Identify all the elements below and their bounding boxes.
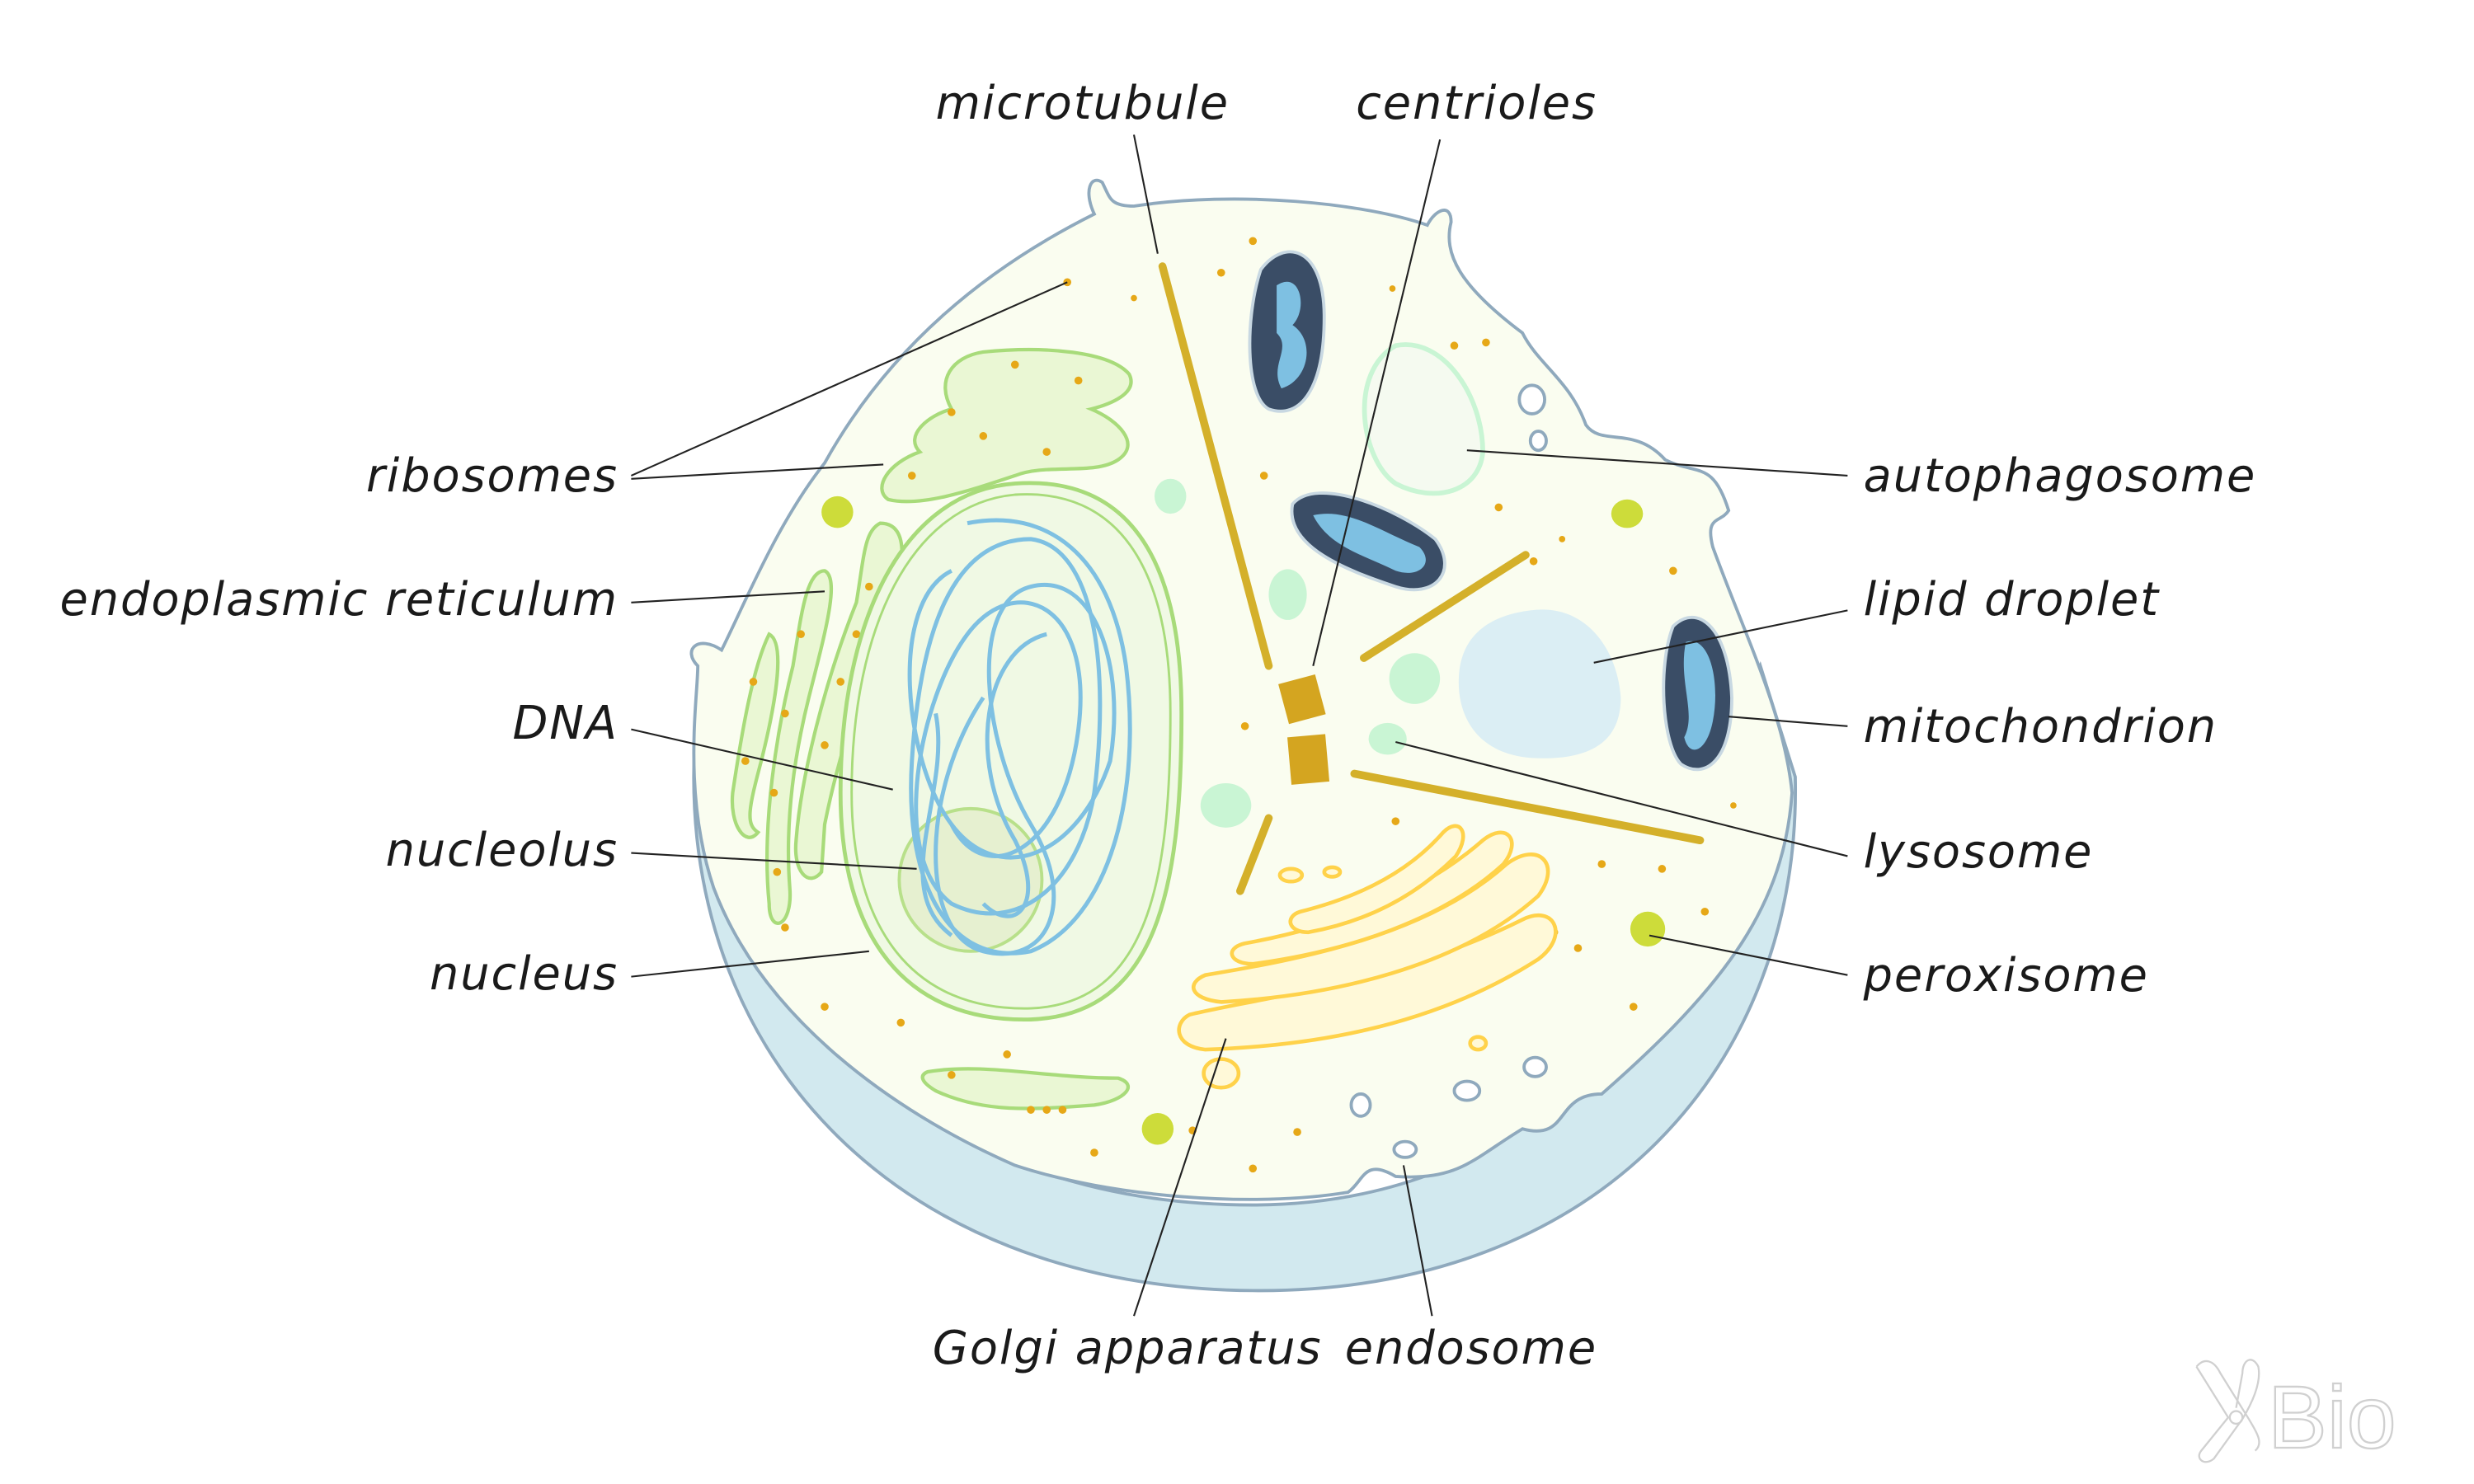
label-endosome: endosome (1345, 1322, 1597, 1375)
nucleolus (897, 806, 1044, 953)
chromosome-icon (2195, 1359, 2260, 1463)
xbio-logo: Bio (2195, 1359, 2397, 1468)
label-peroxisome: peroxisome (1863, 949, 2149, 1003)
endosomes (1349, 383, 1548, 1159)
label-mitochondrion: mitochondrion (1864, 700, 2218, 754)
label-microtubule: microtubule (936, 77, 1230, 130)
peroxisomes (821, 495, 1666, 1145)
dna (907, 518, 1132, 956)
label-lipid-droplet: lipid droplet (1864, 573, 2161, 627)
endoplasmic-reticulum (730, 348, 1133, 1111)
microtubules (1158, 262, 1705, 895)
label-nucleus: nucleus (430, 947, 618, 1001)
lysosomes (1155, 478, 1441, 828)
lipid-droplet (1458, 609, 1621, 758)
mitochondria (1248, 250, 1733, 772)
logo-text: Bio (2268, 1368, 2396, 1467)
label-nucleolus: nucleolus (386, 824, 618, 877)
label-ribosomes: ribosomes (366, 449, 618, 503)
label-dna: DNA (512, 697, 618, 750)
label-golgi-apparatus: Golgi apparatus (933, 1322, 1323, 1375)
label-endoplasmic-reticulum: endoplasmic reticulum (60, 573, 618, 627)
autophagosome (1362, 342, 1485, 496)
golgi-apparatus (1177, 824, 1558, 1090)
leader-lines (630, 134, 1848, 1317)
label-autophagosome: autophagosome (1864, 449, 2257, 503)
label-centrioles: centrioles (1356, 77, 1597, 130)
centrioles (1278, 674, 1330, 785)
label-lysosome: lysosome (1864, 825, 2094, 879)
nucleus (838, 481, 1184, 1021)
